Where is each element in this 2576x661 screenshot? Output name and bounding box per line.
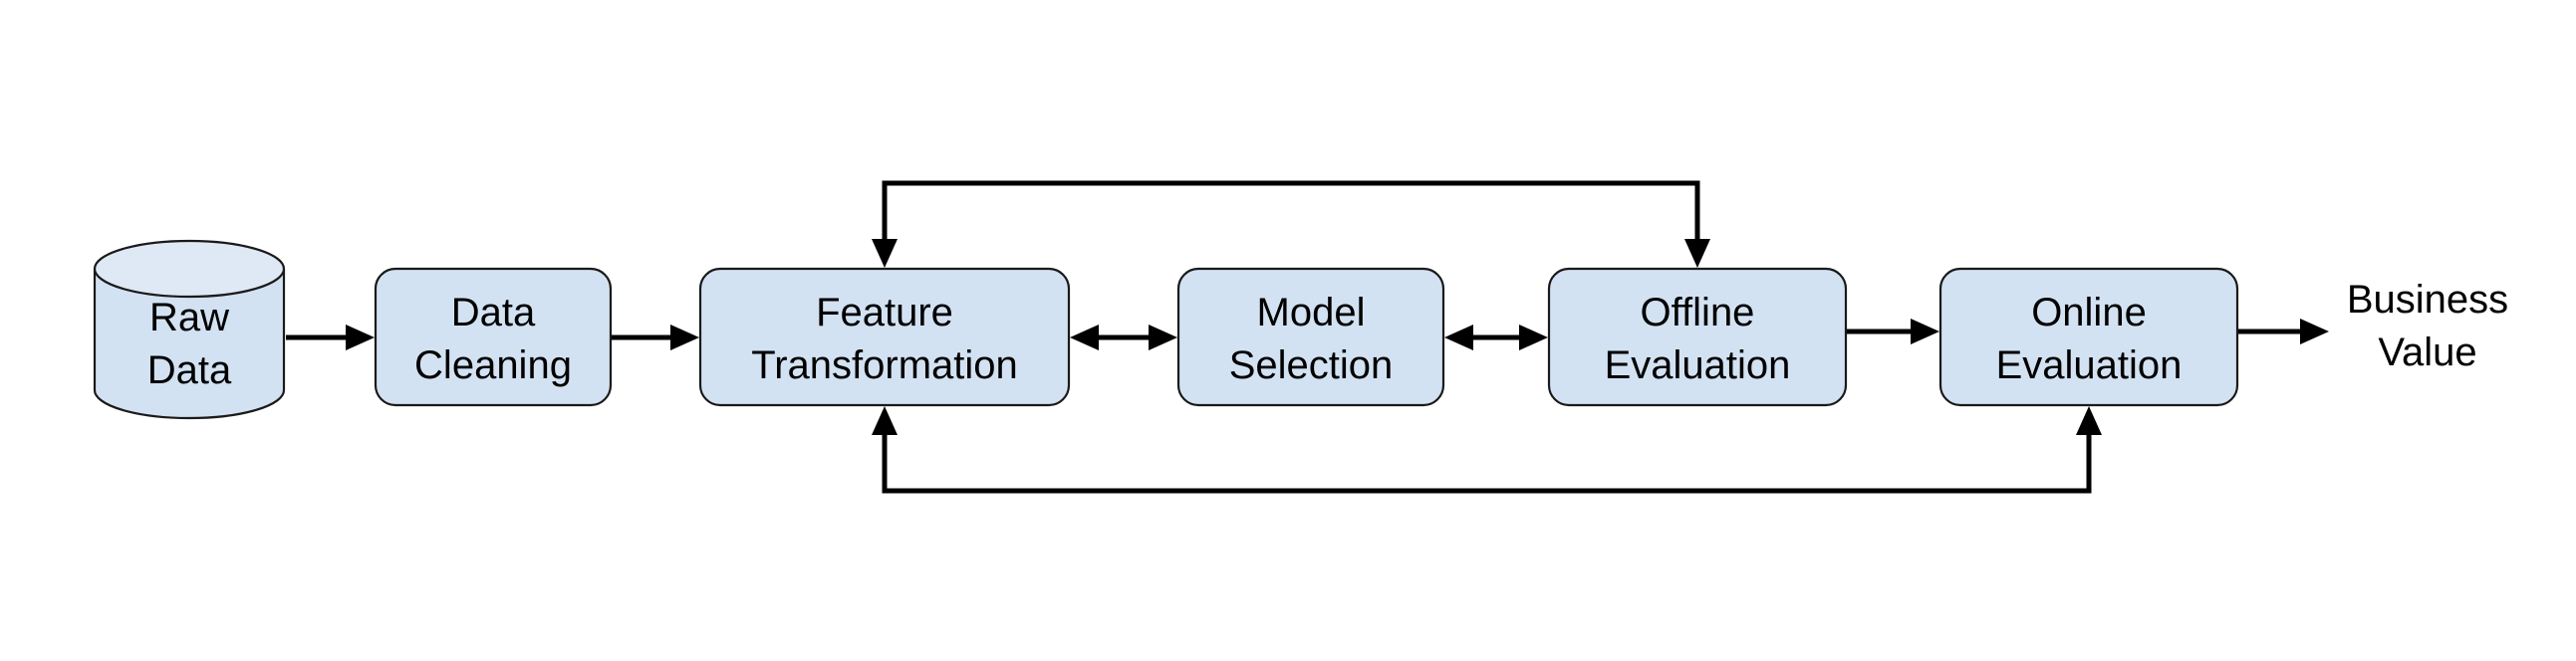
online-evaluation-box bbox=[1938, 267, 2239, 407]
business-value-node: Business Value bbox=[2347, 278, 2508, 374]
data-cleaning-node: Data Cleaning bbox=[374, 267, 613, 407]
raw-data-cylinder-top bbox=[93, 239, 286, 299]
business-value-label-line1: Business bbox=[2347, 278, 2508, 322]
raw-data-label-line1: Raw bbox=[149, 296, 229, 339]
loop-online-evaluation-to-feature-transformation bbox=[872, 406, 2102, 494]
data-cleaning-label-line2: Cleaning bbox=[414, 343, 572, 387]
arrow-raw-data-to-data-cleaning bbox=[286, 325, 375, 350]
model-selection-label-line2: Selection bbox=[1229, 343, 1394, 387]
online-evaluation-node: Online Evaluation bbox=[1938, 267, 2239, 407]
connectors bbox=[286, 180, 2329, 494]
online-evaluation-label-line1: Online bbox=[2031, 291, 2147, 334]
offline-evaluation-label-line2: Evaluation bbox=[1605, 343, 1791, 387]
arrow-online-evaluation-to-business-value bbox=[2238, 319, 2329, 344]
loop-feature-transformation-offline-evaluation bbox=[872, 180, 1710, 268]
data-cleaning-box bbox=[374, 267, 613, 407]
data-cleaning-label-line1: Data bbox=[451, 291, 536, 334]
model-selection-node: Model Selection bbox=[1176, 267, 1445, 407]
raw-data-node: Raw Data bbox=[93, 239, 286, 420]
feature-transformation-label-line2: Transformation bbox=[751, 343, 1018, 387]
offline-evaluation-label-line1: Offline bbox=[1641, 291, 1755, 334]
raw-data-cylinder-body bbox=[93, 269, 286, 420]
arrow-model-selection-offline-evaluation bbox=[1444, 325, 1548, 350]
online-evaluation-label-line2: Evaluation bbox=[1996, 343, 2183, 387]
feature-transformation-label-line1: Feature bbox=[816, 291, 953, 334]
feature-transformation-box bbox=[698, 267, 1071, 407]
arrow-offline-evaluation-to-online-evaluation bbox=[1847, 319, 1939, 344]
feature-transformation-node: Feature Transformation bbox=[698, 267, 1071, 407]
offline-evaluation-box bbox=[1547, 267, 1848, 407]
model-selection-label-line1: Model bbox=[1257, 291, 1366, 334]
arrow-feature-transformation-model-selection bbox=[1070, 325, 1177, 350]
model-selection-box bbox=[1176, 267, 1445, 407]
business-value-label-line2: Value bbox=[2378, 330, 2476, 374]
raw-data-label-line2: Data bbox=[147, 348, 232, 392]
arrow-data-cleaning-to-feature-transformation bbox=[612, 325, 699, 350]
offline-evaluation-node: Offline Evaluation bbox=[1547, 267, 1848, 407]
